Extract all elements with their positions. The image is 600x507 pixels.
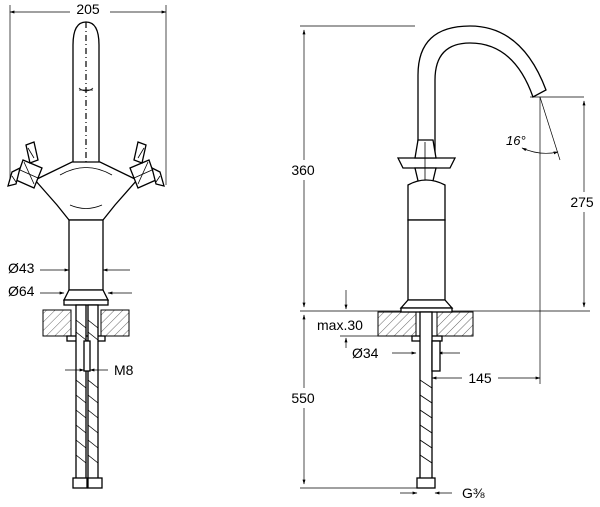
hole-diameter-label: Ø34	[352, 345, 379, 361]
side-body	[399, 179, 454, 313]
height-dimension: 360 550	[286, 25, 420, 489]
right-handle	[129, 141, 165, 189]
width-dimension: 205	[9, 1, 167, 185]
side-handle	[396, 139, 457, 186]
base-diameter-label: Ø64	[8, 283, 35, 299]
front-body	[33, 161, 139, 221]
front-hoses	[72, 304, 103, 489]
reach-label: 145	[468, 370, 492, 386]
outlet-height-label: 275	[570, 194, 594, 210]
counter-max-label: max.30	[317, 317, 363, 333]
height-label: 360	[291, 162, 315, 178]
connection-label: G⅜	[462, 485, 485, 501]
reach-dimension: 145	[431, 165, 541, 386]
thread-dimension: M8	[65, 362, 134, 378]
thread-label: M8	[114, 362, 134, 378]
connection-dimension: G⅜	[400, 485, 485, 501]
outer-diameter-label: Ø43	[8, 260, 35, 276]
outlet-height-dimension: 275	[452, 100, 600, 312]
hole-diameter-dimension: Ø34	[352, 345, 460, 361]
counter-thickness-dimension: max.30	[317, 290, 378, 348]
side-spout	[417, 25, 584, 161]
angle-label: 16°	[506, 133, 526, 148]
side-hoses	[416, 311, 441, 489]
diameter-dimensions: Ø43 Ø64	[8, 260, 132, 299]
front-spout	[72, 21, 100, 166]
left-handle	[7, 141, 43, 189]
angle-dimension: 16°	[506, 96, 561, 165]
front-view: 205	[7, 1, 167, 489]
side-view: 360 550 16°	[286, 25, 600, 501]
front-column	[62, 219, 110, 306]
hose-length-label: 550	[291, 390, 315, 406]
width-label: 205	[76, 1, 100, 17]
